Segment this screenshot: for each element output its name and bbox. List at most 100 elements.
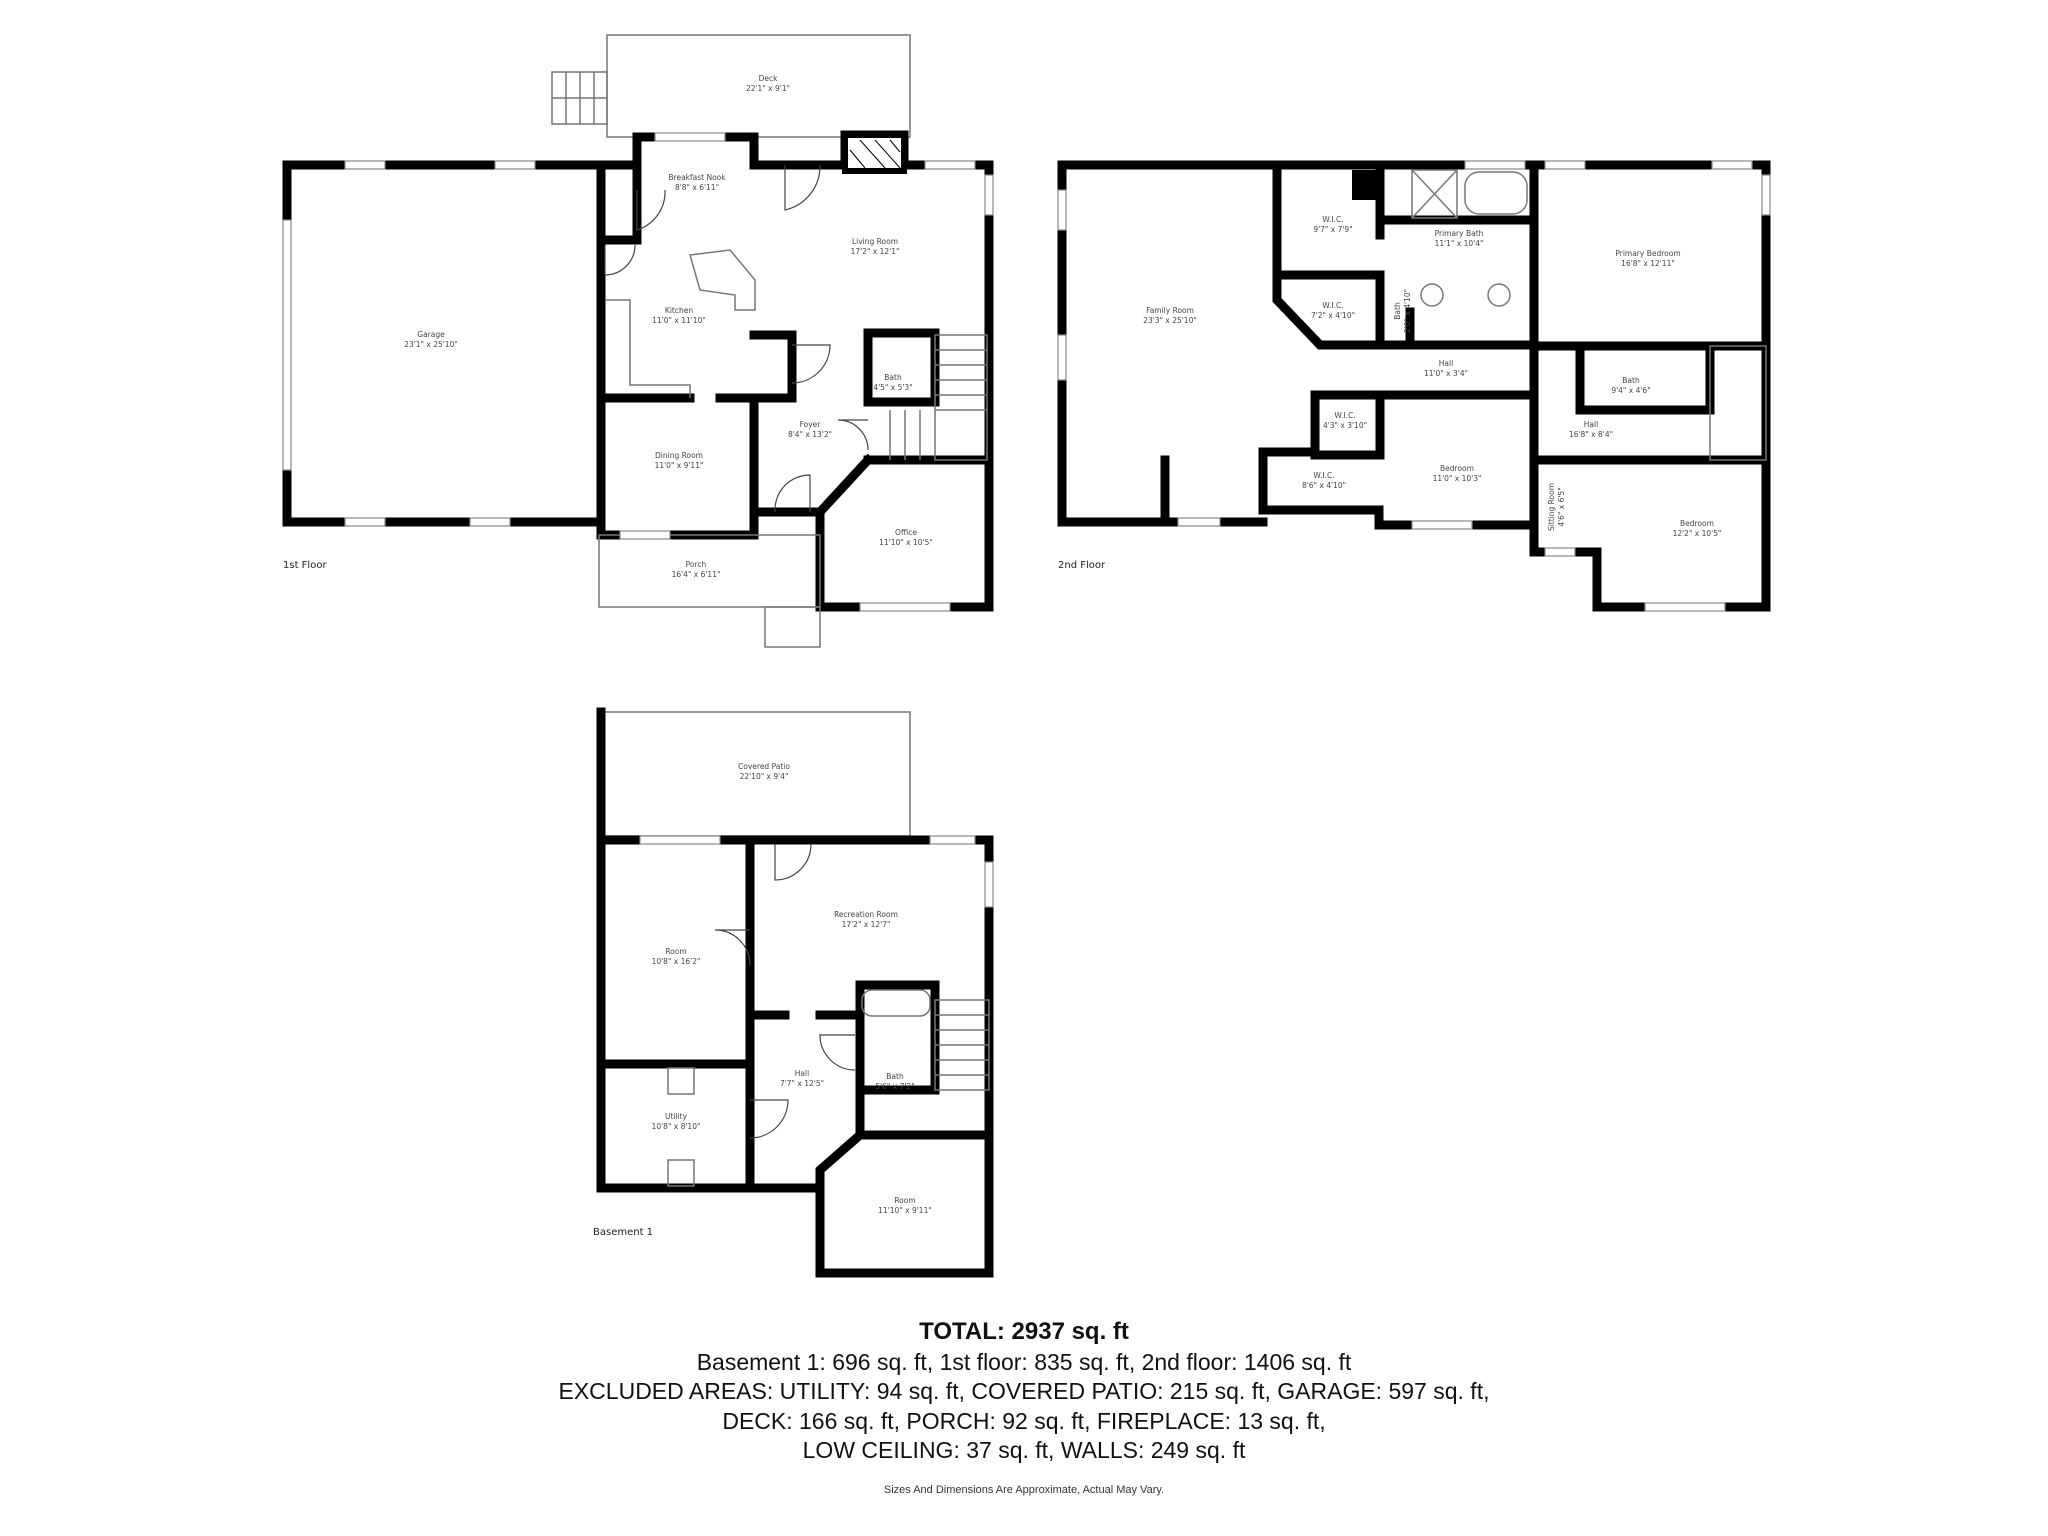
room-name: Covered Patio <box>738 762 790 771</box>
shower-x <box>1411 169 1458 219</box>
room-label: Bath2'0" x 4'10" <box>1393 289 1412 333</box>
room-dimensions: 16'8" x 12'11" <box>1621 259 1675 268</box>
room-dimensions: 9'7" x 7'9" <box>1313 225 1352 234</box>
room-dimensions: 10'8" x 8'10" <box>652 1122 701 1131</box>
room-name: Recreation Room <box>834 910 898 919</box>
windows-2nd <box>1057 160 1771 612</box>
room-name: W.I.C. <box>1313 471 1334 480</box>
disclaimer: Sizes And Dimensions Are Approximate, Ac… <box>883 1484 1165 1496</box>
door-swings <box>604 164 869 513</box>
room-name: Bath <box>1622 376 1640 385</box>
second-floor-outer-walls <box>1057 160 1771 612</box>
room-dimensions: 4'6" x 6'5" <box>1557 487 1566 526</box>
room-dimensions: 23'1" x 25'10" <box>404 340 458 349</box>
windows-basement <box>639 835 994 908</box>
room-name: Room <box>665 947 686 956</box>
room-name: Kitchen <box>665 306 693 315</box>
pantry-walls <box>749 330 797 403</box>
room-dimensions: 16'8" x 8'4" <box>1569 430 1613 439</box>
room-name: Office <box>895 528 917 537</box>
basement-door-swings <box>714 843 856 1139</box>
basement-plan <box>596 707 994 1278</box>
room-dimensions: 16'4" x 6'11" <box>672 570 721 579</box>
room-name: Primary Bedroom <box>1615 249 1680 258</box>
excluded-areas-3: LOW CEILING: 37 sq. ft, WALLS: 249 sq. f… <box>802 1437 1246 1463</box>
room-dimensions: 2'0" x 4'10" <box>1403 289 1412 333</box>
stairs <box>934 334 988 461</box>
nook-closet-wall <box>596 160 642 245</box>
utility-fixture <box>667 1067 695 1095</box>
room-name: Garage <box>417 330 445 339</box>
floor-label-1st: 1st Floor <box>283 560 327 571</box>
room-name: Bath <box>1393 302 1402 320</box>
floor-areas: Basement 1: 696 sq. ft, 1st floor: 835 s… <box>696 1349 1352 1375</box>
room-dimensions: 11'0" x 11'10" <box>652 316 706 325</box>
room-name: Bath <box>884 373 902 382</box>
room-dimensions: 8'4" x 13'2" <box>788 430 832 439</box>
basement-stair-treads <box>935 1014 989 1076</box>
room-name: Deck <box>759 74 779 83</box>
porch <box>598 534 821 608</box>
stair-treads <box>889 349 987 460</box>
room-dimensions: 22'1" x 9'1" <box>746 84 790 93</box>
deck-stair-treads <box>552 72 607 124</box>
basement-interior-walls <box>596 835 994 1193</box>
room-name: Foyer <box>800 420 822 429</box>
room-dimensions: 11'0" x 10'3" <box>1433 474 1482 483</box>
room-name: Family Room <box>1146 306 1194 315</box>
room-name: Hall <box>1439 359 1453 368</box>
windows <box>282 132 994 612</box>
room-dimensions: 10'8" x 16'2" <box>652 957 701 966</box>
room-dimensions: 8'6" x 4'10" <box>1302 481 1346 490</box>
room-dimensions: 17'2" x 12'1" <box>851 247 900 256</box>
room-dimensions: 8'8" x 6'11" <box>675 183 719 192</box>
room-name: Bath <box>886 1072 904 1081</box>
sink <box>1487 283 1511 307</box>
utility-fixture <box>667 1159 695 1187</box>
room-dimensions: 12'2" x 10'5" <box>1673 529 1722 538</box>
stairs-2nd <box>1709 345 1767 461</box>
excluded-areas-2: DECK: 166 sq. ft, PORCH: 92 sq. ft, FIRE… <box>722 1408 1326 1434</box>
basement-outer-walls <box>596 707 994 1278</box>
room-dimensions: 11'0" x 3'4" <box>1424 369 1468 378</box>
room-name: W.I.C. <box>1322 301 1343 310</box>
room-name: Bedroom <box>1440 464 1474 473</box>
fireplace <box>842 132 907 174</box>
room-name: Room <box>894 1196 915 1205</box>
room-name: Bedroom <box>1680 519 1714 528</box>
room-name: Hall <box>1584 420 1598 429</box>
excluded-areas-1: EXCLUDED AREAS: UTILITY: 94 sq. ft, COVE… <box>558 1378 1490 1404</box>
room-name: Hall <box>795 1069 809 1078</box>
bathtub <box>1464 171 1528 215</box>
room-name: Sitting Room <box>1547 483 1556 531</box>
porch-steps <box>764 606 821 648</box>
room-dimensions: 22'10" x 9'4" <box>740 772 789 781</box>
room-dimensions: 4'3" x 3'10" <box>1323 421 1367 430</box>
room-name: Utility <box>665 1112 688 1121</box>
room-label: W.I.C.8'6" x 4'10" <box>1302 471 1346 490</box>
room-dimensions: 7'2" x 4'10" <box>1311 311 1355 320</box>
floor-label-basement: Basement 1 <box>593 1227 653 1238</box>
room-name: Dining Room <box>655 451 703 460</box>
room-dimensions: 23'3" x 25'10" <box>1143 316 1197 325</box>
room-name: Breakfast Nook <box>668 173 726 182</box>
room-name: W.I.C. <box>1334 411 1355 420</box>
room-dimensions: 17'2" x 12'7" <box>842 920 891 929</box>
room-dimensions: 9'4" x 4'6" <box>1611 386 1650 395</box>
